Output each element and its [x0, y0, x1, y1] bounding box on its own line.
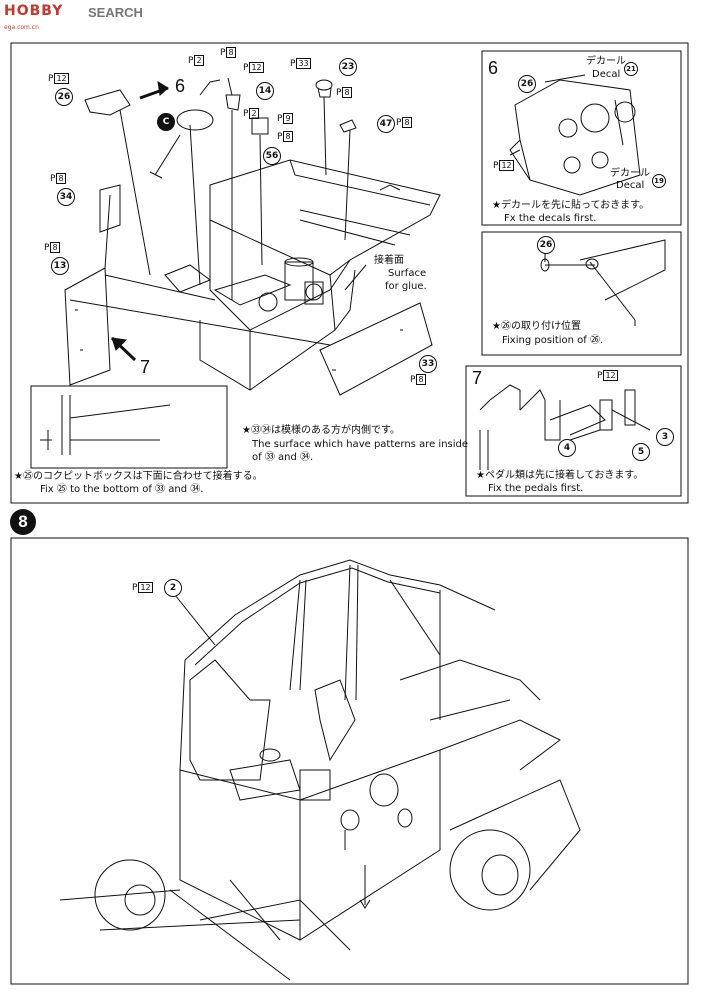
inset7-drawing: [479, 384, 651, 470]
inset7-part-5: 5: [632, 443, 650, 461]
inset6-decal-jp1: デカール: [586, 56, 626, 67]
inset6-decal-en1: Decal: [592, 69, 621, 80]
inset7-note-en: Fix the pedals first.: [488, 483, 584, 494]
arrow-6-label: 6: [175, 76, 186, 96]
inset-cockpit-frame: [30, 385, 228, 469]
inset-cockpit-drawing: [40, 395, 171, 455]
site-logo: HOBBY: [4, 3, 64, 19]
step8-frame: [10, 537, 689, 985]
pattern-note-en1: The surface which have patterns are insi…: [252, 439, 469, 450]
cockpit-note-en: Fix ㉕ to the bottom of ㉝ and ㉞.: [40, 484, 204, 495]
inset6-number: 6: [488, 58, 499, 78]
site-search-label: SEARCH: [88, 5, 143, 20]
part-23-callout: 23: [339, 58, 357, 76]
inset6-note-jp: ★デカールを先に貼っておきます。: [492, 200, 650, 211]
inset6-note-en: Fx the decals first.: [504, 213, 597, 224]
inset6-frame: [481, 50, 682, 226]
part-13-callout: 13: [51, 257, 69, 275]
inset6-decal-jp2: デカール: [610, 168, 650, 179]
inset26-frame: [481, 231, 682, 356]
glue-note-en1: Surface: [388, 268, 427, 279]
glue-note-jp: 接着面: [374, 255, 404, 266]
step8-part-2: 2: [164, 579, 182, 597]
chassis-tub: [64, 77, 441, 396]
part-14-callout: 14: [256, 82, 274, 100]
step-8-number: 8: [10, 509, 36, 535]
inset26-part: 26: [537, 236, 555, 254]
part-33-callout: 33: [419, 355, 437, 373]
part-47-callout: 47: [377, 115, 395, 133]
step8-drawing: [59, 559, 581, 981]
inset6-part-26: 26: [518, 75, 536, 93]
arrow-7-label: 7: [140, 357, 151, 377]
inset26-note-en: Fixing position of ㉖.: [502, 335, 604, 346]
glue-note-en2: for glue.: [385, 281, 427, 292]
inset26-note-jp: ★㉖の取り付け位置: [492, 321, 581, 332]
inset6-dash: [509, 74, 641, 196]
part-56-callout: 56: [263, 147, 281, 165]
inset6-decal-en2: Decal: [616, 180, 645, 191]
cockpit-note-jp: ★㉕のコクピットボックスは下面に合わせて接着する。: [14, 471, 263, 482]
part-34-callout: 34: [57, 188, 75, 206]
inset7-note-jp: ★ペダル類は先に接着しておきます。: [476, 470, 644, 481]
part-26-callout: 26: [55, 88, 73, 106]
inset7-frame: [465, 365, 682, 497]
pattern-note-en2: of ㉝ and ㉞.: [252, 452, 314, 463]
inset7-part-3: 3: [656, 428, 674, 446]
inset6-decal-num2: 19: [652, 174, 666, 188]
inset26-drawing: [540, 239, 666, 326]
inset7-part-4: 4: [558, 439, 576, 457]
inset7-number: 7: [472, 368, 483, 388]
pattern-note-jp: ★㉝㉞は模様のある方が内側です。: [242, 425, 400, 436]
site-url: ega.com.cn: [4, 24, 39, 31]
inset6-decal-num1: 21: [624, 62, 638, 76]
site-watermark: HOBBY SEARCH ega.com.cn: [0, 0, 180, 31]
part-c-callout: C: [157, 113, 175, 131]
step7-frame: [10, 42, 689, 504]
